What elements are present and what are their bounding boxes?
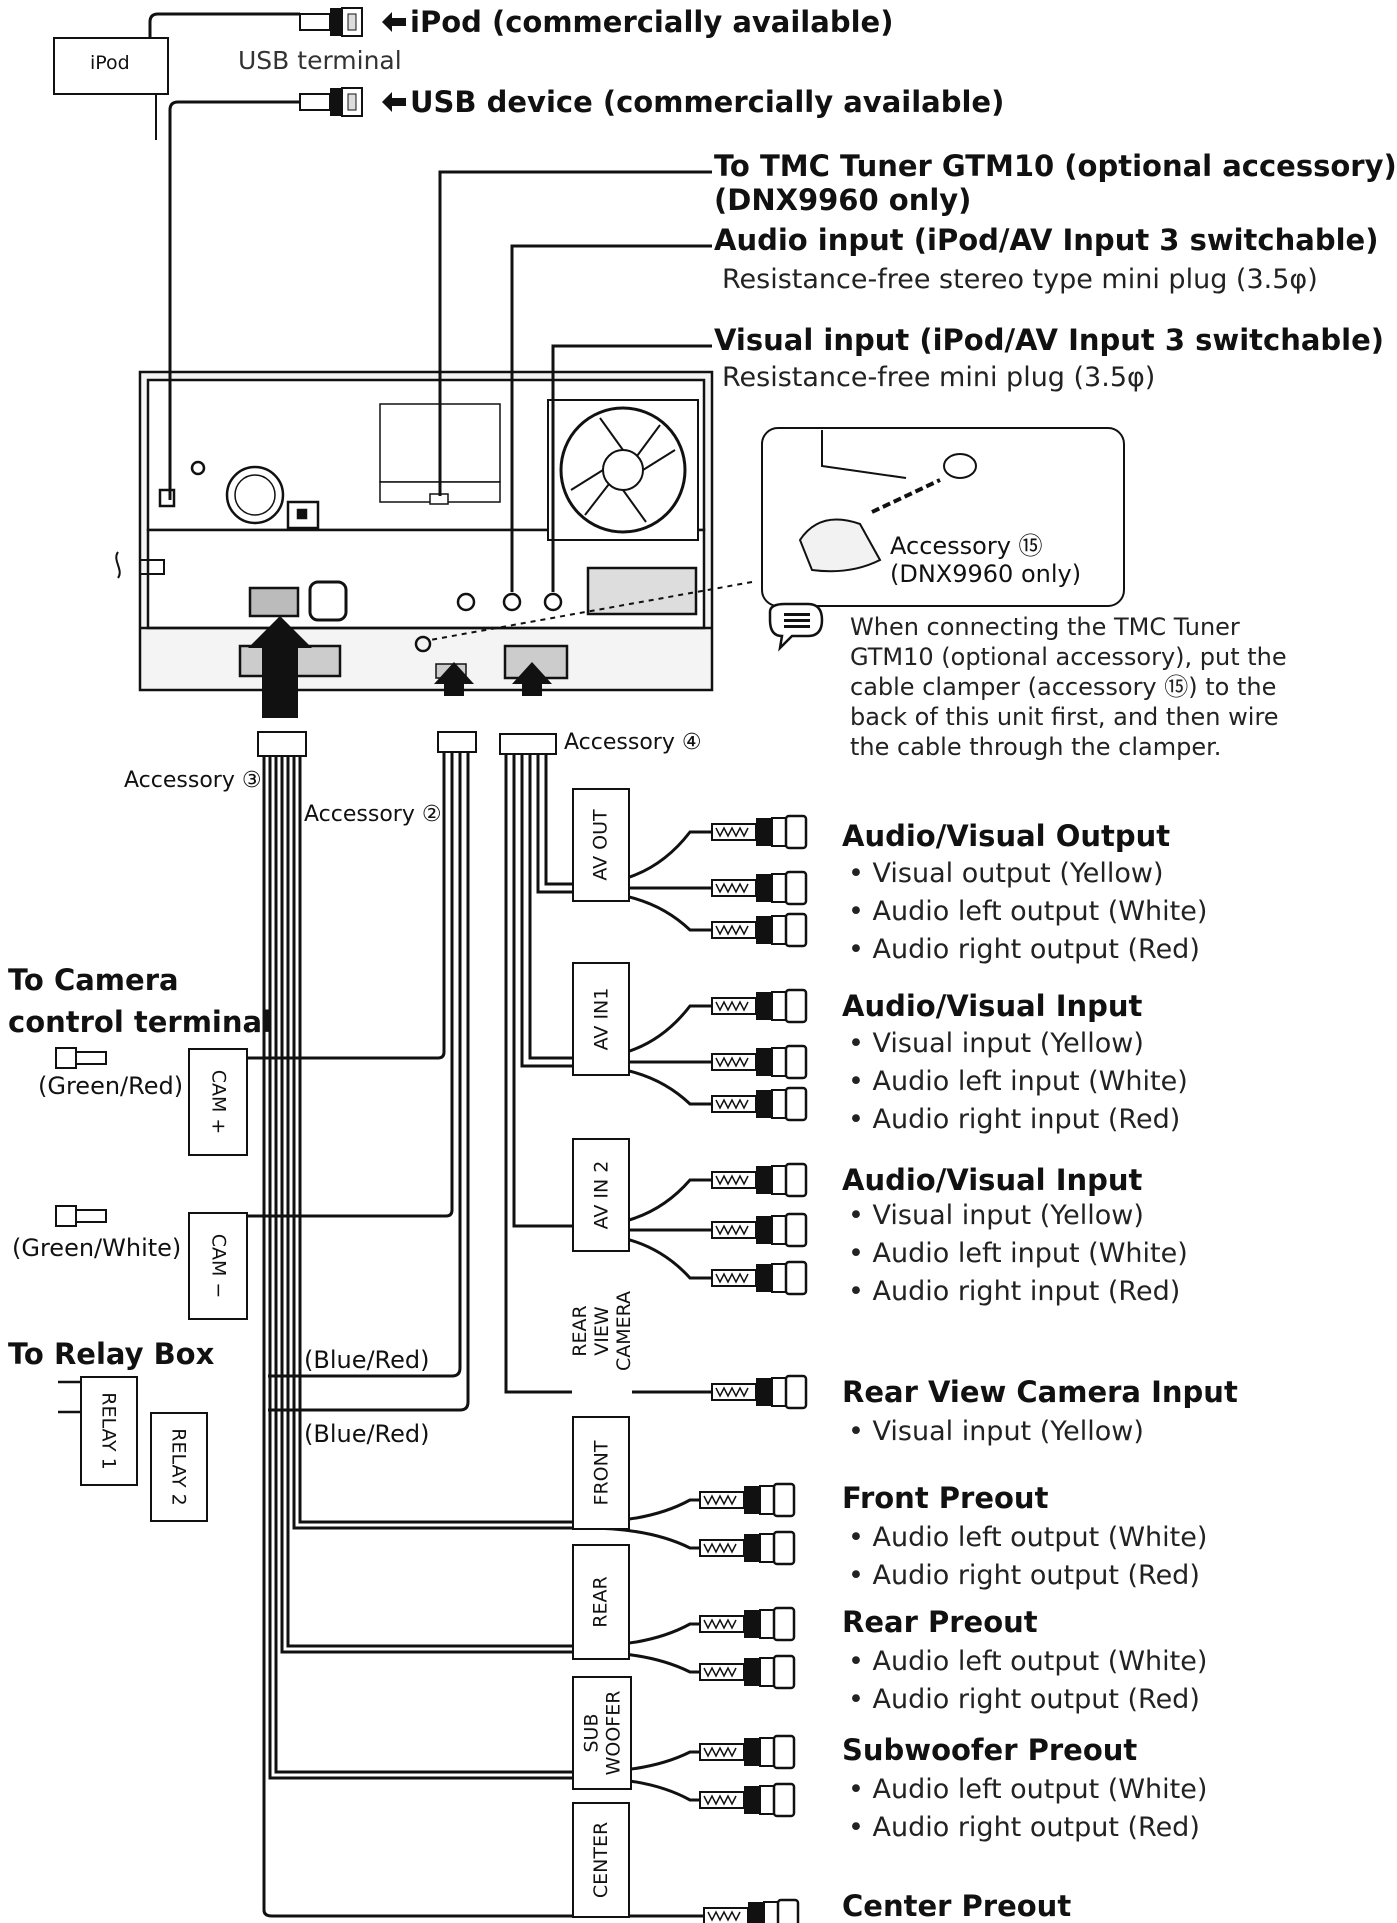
cam-minus-box: CAM −	[188, 1212, 248, 1320]
blue-red-label-2: (Blue/Red)	[304, 1420, 430, 1448]
av-input2-title: Audio/Visual Input	[842, 1163, 1143, 1197]
harness-connectors	[257, 731, 557, 757]
av-out-box: AV OUT	[572, 788, 630, 902]
front-preout-1: • Audio left output (White)	[848, 1522, 1208, 1553]
rear-view-camera-box: REAR VIEW CAMERA	[569, 1262, 635, 1400]
wiring-diagram: iPod USB terminal iPod (commercially ava…	[8, 5, 1397, 1923]
audio-input-sub: Resistance-free stereo type mini plug (3…	[722, 264, 1318, 295]
av-output-1: • Visual output (Yellow)	[848, 858, 1164, 889]
av-input1-2: • Audio left input (White)	[848, 1066, 1188, 1097]
av-input2-1: • Visual input (Yellow)	[848, 1200, 1144, 1231]
green-red-label: (Green/Red)	[38, 1072, 184, 1100]
clamper-note: When connecting the TMC Tuner GTM10 (opt…	[850, 613, 1287, 761]
note-icon	[768, 602, 824, 652]
accessory-4-label: Accessory ④	[564, 730, 702, 755]
camera-title-2: control terminal	[8, 1005, 273, 1039]
relay-2-box: RELAY 2	[150, 1412, 208, 1522]
sub-woofer-box: SUB WOOFER	[572, 1676, 632, 1790]
av-output-2: • Audio left output (White)	[848, 896, 1208, 927]
front-preout-title: Front Preout	[842, 1481, 1049, 1515]
rear-view-camera-1: • Visual input (Yellow)	[848, 1416, 1144, 1447]
accessory-3-label: Accessory ③	[124, 768, 262, 793]
av-input2-3: • Audio right input (Red)	[848, 1276, 1181, 1307]
audio-input-label: Audio input (iPod/AV Input 3 switchable)	[714, 223, 1379, 257]
av-in1-box: AV IN1	[572, 962, 630, 1076]
clamper-inset	[429, 427, 1125, 641]
camera-title-1: To Camera	[8, 963, 179, 997]
av-input1-title: Audio/Visual Input	[842, 989, 1143, 1023]
subwoofer-preout-1: • Audio left output (White)	[848, 1774, 1208, 1805]
accessory-15-label: Accessory ⑮	[890, 532, 1043, 560]
av-input1-1: • Visual input (Yellow)	[848, 1028, 1144, 1059]
rear-preout-2: • Audio right output (Red)	[848, 1684, 1200, 1715]
connector-arrows	[248, 616, 552, 718]
av-input2-2: • Audio left input (White)	[848, 1238, 1188, 1269]
relay-box-title: To Relay Box	[8, 1337, 215, 1371]
accessory-2-label: Accessory ②	[304, 802, 442, 827]
usb-terminal-label: USB terminal	[238, 46, 402, 75]
top-leader-lines	[438, 170, 712, 592]
green-white-label: (Green/White)	[12, 1234, 182, 1262]
rca-plugs	[698, 814, 808, 1923]
rear-box: REAR	[572, 1544, 630, 1660]
av-input1-3: • Audio right input (Red)	[848, 1104, 1181, 1135]
accessory-15-sub: (DNX9960 only)	[890, 560, 1082, 588]
av-output-3: • Audio right output (Red)	[848, 934, 1200, 965]
rear-preout-title: Rear Preout	[842, 1605, 1038, 1639]
rear-preout-1: • Audio left output (White)	[848, 1646, 1208, 1677]
front-preout-2: • Audio right output (Red)	[848, 1560, 1200, 1591]
subwoofer-preout-title: Subwoofer Preout	[842, 1733, 1138, 1767]
center-box: CENTER	[572, 1802, 630, 1918]
cam-plugs	[55, 1047, 107, 1227]
usb-cables	[53, 12, 300, 500]
subwoofer-preout-2: • Audio right output (Red)	[848, 1812, 1200, 1843]
blue-red-label-1: (Blue/Red)	[304, 1346, 430, 1374]
ipod-box-label: iPod	[90, 52, 130, 74]
visual-input-sub: Resistance-free mini plug (3.5φ)	[722, 362, 1156, 393]
rear-view-camera-title: Rear View Camera Input	[842, 1375, 1238, 1409]
av-in2-box: AV IN 2	[572, 1138, 630, 1252]
center-preout-title: Center Preout	[842, 1889, 1072, 1923]
relay-1-box: RELAY 1	[80, 1376, 138, 1486]
head-unit	[115, 370, 714, 692]
tmc-tuner-sub: (DNX9960 only)	[714, 183, 972, 217]
tmc-tuner-label: To TMC Tuner GTM10 (optional accessory)	[714, 149, 1397, 183]
cam-plus-box: CAM +	[188, 1048, 248, 1156]
av-output-title: Audio/Visual Output	[842, 819, 1171, 853]
usb-device-label: USB device (commercially available)	[410, 85, 1005, 119]
ipod-label: iPod (commercially available)	[410, 5, 894, 39]
harness-wires	[218, 752, 704, 1918]
visual-input-label: Visual input (iPod/AV Input 3 switchable…	[714, 323, 1385, 357]
front-box: FRONT	[572, 1416, 630, 1530]
wiring-drawing	[53, 7, 1125, 1923]
